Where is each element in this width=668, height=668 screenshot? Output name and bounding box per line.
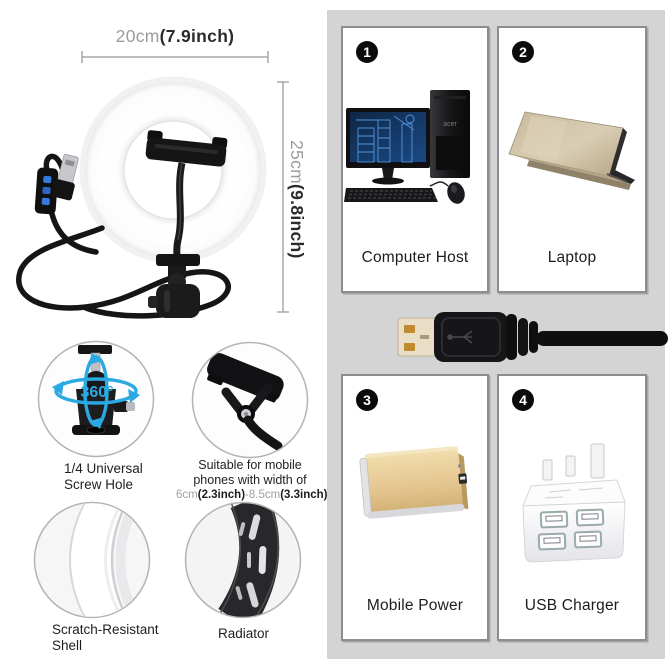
height-imperial: (9.8inch) [287, 183, 307, 259]
feature-circle-radiator [184, 501, 302, 619]
height-metric: 25cm [287, 139, 307, 184]
width-dimension-label: 20cm(7.9inch) [75, 26, 275, 47]
usb-cable-image [397, 312, 668, 362]
vent-slots [235, 514, 267, 608]
power-sources-panel: 1 acer [327, 10, 665, 659]
feature-label-radiator: Radiator [218, 626, 270, 641]
led-ring [85, 82, 262, 258]
card-label: Laptop [547, 249, 597, 266]
power-source-card-computer-host: 1 acer [341, 26, 489, 293]
usb-ports [537, 508, 605, 551]
feature-circle-screw-hole: 360° [37, 340, 155, 458]
feature-label-shell: Scratch-Resistant Shell [52, 622, 159, 653]
card-number-badge: 4 [512, 389, 534, 411]
ball-head-mount [148, 254, 200, 318]
desktop-computer-image: acer [344, 90, 470, 204]
usb-trident-logo [447, 330, 473, 344]
card-number-badge: 2 [512, 41, 534, 63]
ring-light-photo [16, 51, 289, 319]
card-number-badge: 1 [356, 41, 378, 63]
feature-label-phone-clamp: Suitable for mobile phones with width of… [176, 458, 328, 501]
card-label: Mobile Power [366, 597, 464, 614]
card-number-badge: 3 [356, 389, 378, 411]
width-imperial: (7.9inch) [159, 26, 235, 46]
power-source-card-usb-charger: 4 [497, 374, 647, 641]
feature-label-screw-hole: 1/4 Universal Screw Hole [64, 461, 143, 492]
ring-inner-rim [123, 120, 223, 220]
rotation-annotation: 360° [80, 384, 113, 401]
card-label: USB Charger [524, 597, 620, 614]
height-dimension-label: 25cm(9.8inch) [286, 113, 307, 285]
rotation-arrowheads [52, 353, 140, 429]
height-dimension-line [277, 81, 289, 313]
svg-text:acer: acer [443, 121, 457, 128]
power-bank-image [359, 446, 469, 519]
remote-controller [34, 167, 59, 215]
width-metric: 20cm [115, 26, 160, 46]
usb-plug [51, 153, 79, 201]
clamp-size-range: 6cm(2.3inch)-8.5cm(3.3inch) [176, 489, 328, 501]
feature-circle-shell [33, 501, 151, 619]
phone-clamp [145, 130, 228, 167]
laptop-image [508, 111, 635, 190]
card-label: Computer Host [361, 249, 469, 266]
width-dimension-line [81, 51, 269, 63]
feature-circle-phone-clamp [191, 341, 309, 459]
power-source-card-mobile-power: 3 Mobile Power [341, 374, 489, 641]
usb-charger-image [522, 443, 626, 563]
power-source-card-laptop: 2 Laptop [497, 26, 647, 293]
